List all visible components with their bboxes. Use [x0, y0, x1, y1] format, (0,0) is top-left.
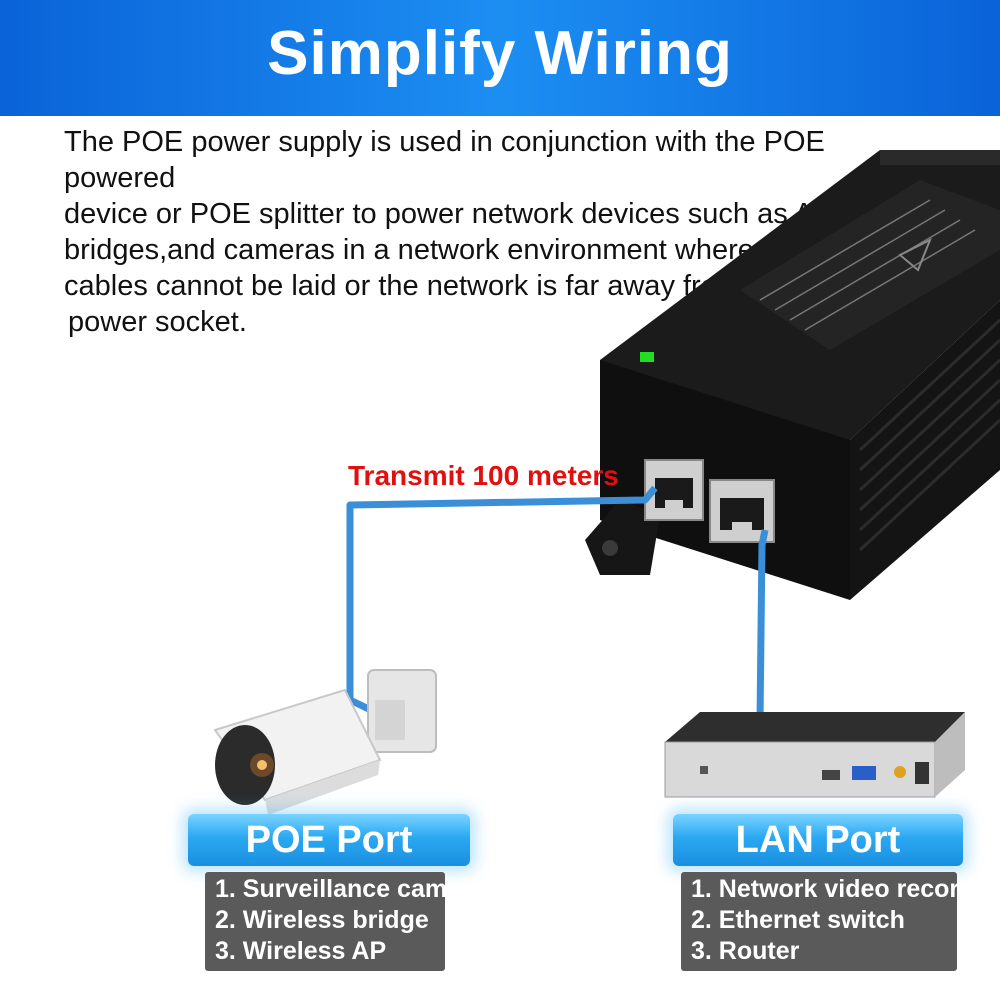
list-item: 3. Wireless AP [215, 937, 387, 965]
list-item: 2. Wireless bridge [215, 906, 429, 934]
status-led [640, 352, 654, 362]
lan-port-badge: LAN Port [673, 814, 963, 866]
list-item: 1. Surveillance camera [215, 875, 485, 903]
description-line: bridges,and cameras in a network environ… [64, 234, 841, 266]
poe-cable [346, 485, 658, 716]
poe-port-device-list: 1. Surveillance camera 2. Wireless bridg… [205, 872, 485, 971]
page-title: Simplify Wiring [267, 19, 733, 88]
description-line: device or POE splitter to power network … [64, 198, 856, 230]
description-line: power socket. [68, 306, 247, 338]
rj45-port-lan [709, 479, 775, 543]
poe-injector-device [585, 150, 1000, 600]
lan-cable [756, 529, 769, 721]
list-item: 2. Ethernet switch [691, 906, 905, 934]
network-video-recorder-image [664, 712, 965, 798]
transmit-distance-label: Transmit 100 meters [348, 460, 619, 491]
lan-port-device-list: 1. Network video recorder 2. Ethernet sw… [681, 872, 999, 971]
description-text: The POE power supply is used in conjunct… [64, 124, 894, 340]
description-line: cables cannot be laid or the network is … [64, 270, 790, 302]
list-item: 1. Network video recorder [691, 875, 999, 903]
surveillance-camera-image [213, 669, 437, 815]
poe-port-badge: POE Port [188, 814, 470, 866]
description-line: The POE power supply is used in conjunct… [64, 126, 825, 194]
list-item: 3. Router [691, 937, 800, 965]
header-banner: Simplify Wiring [0, 0, 1000, 116]
